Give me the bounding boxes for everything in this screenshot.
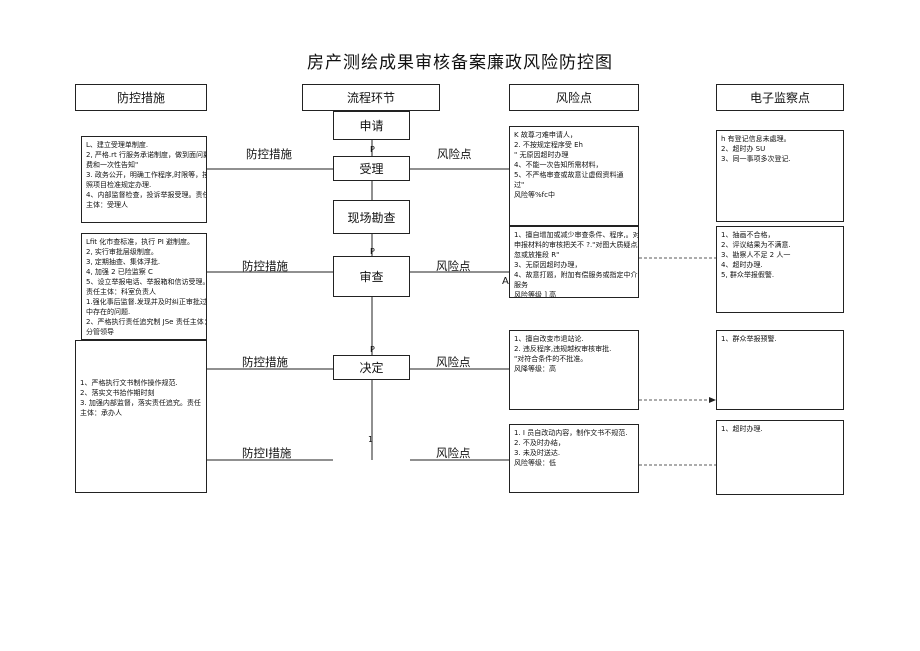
process-step-apply: 申请 — [333, 111, 410, 140]
measure-line: L、建立受理单制度. — [86, 141, 149, 149]
measure-line: 中存在的问题. — [86, 308, 131, 316]
supervision-box: h 有登记信息未處理。 2、超时办 SU 3、同一事项多次登记. — [716, 130, 844, 222]
supervision-line: 1、超时办理. — [721, 425, 763, 433]
flow-mark: P — [370, 247, 375, 256]
measures-box: Lfit 化市查标准，执行 PI 避制度。 2, 实行审批层级制度。 3, 定期… — [81, 233, 207, 340]
supervision-line: 5, 群众举报假警. — [721, 271, 775, 279]
risk-line: 1、擅自改变市退站论. — [514, 335, 584, 343]
risk-line: 1、擅自增加或减少审查条件、程序,。对 — [514, 231, 639, 239]
risk-line: 风险等级：低 — [514, 459, 556, 467]
supervision-box: 1、超时办理. — [716, 420, 844, 495]
risk-box: 1、擅自增加或减少审查条件、程序,。对 申报材料的审核把关不 ?."对图大质疑点… — [509, 226, 639, 298]
risk-line: 风降等级：高 — [514, 365, 556, 373]
edge-label-measure: 防控措施 — [242, 259, 288, 273]
measure-line: 主体：承办人 — [80, 409, 122, 417]
process-step-accept: 受理 — [333, 156, 410, 181]
header-measures: 防控措施 — [75, 84, 207, 111]
risk-box: 1、擅自改变市退站论. 2. 违反程序,违规越权审核审批. "对符合条件的不批准… — [509, 330, 639, 410]
risk-line: 3. 未及时送达. — [514, 449, 561, 457]
supervision-box: 1、群众举报预警. — [716, 330, 844, 410]
supervision-line: 2、评议结果为不满意. — [721, 241, 791, 249]
measure-line: 1.强化事后监督.发现并及时纠正审批过程 — [86, 298, 207, 306]
header-risk: 风险点 — [509, 84, 639, 111]
edge-label-measure: 防控措施 — [242, 355, 288, 369]
supervision-line: 3、勘察人不足 2 人一 — [721, 251, 791, 259]
measure-line: Lfit 化市查标准，执行 PI 避制度。 — [86, 238, 195, 246]
edge-label-risk: 风险点 — [436, 446, 471, 460]
measure-line: 4、内部监督检查，投诉举报受理。责任 — [86, 191, 207, 199]
measure-line: 1、严格执行文书制作操作规范. — [80, 379, 178, 387]
measure-line: 5、设立举报电话、举报箱和信访受理。 — [86, 278, 207, 286]
edge-label-risk: 风险点 — [436, 259, 471, 273]
process-step-decide: 决定 — [333, 355, 410, 380]
edge-label-measure: 防控措施 — [246, 147, 292, 161]
risk-line: 4、故意打题，附加有偿服务或指定中介 — [514, 271, 638, 279]
flow-mark: P — [370, 145, 375, 154]
process-step-review: 审查 — [333, 256, 410, 297]
risk-line: 风险等级 ] 高 — [514, 291, 557, 298]
supervision-box: 1、抽画不合格， 2、评议结果为不满意. 3、勘察人不足 2 人一 4、超时办理… — [716, 226, 844, 313]
measure-line: 2、落实文书拾作期时刻 — [80, 389, 155, 397]
risk-line: 2. 违反程序,违规越权审核审批. — [514, 345, 612, 353]
measures-box: L、建立受理单制度. 2, 严格.rt 行服务承诺制度，做到面问翼 费和一次性告… — [81, 136, 207, 223]
flow-mark: P — [370, 345, 375, 354]
header-process: 流程环节 — [302, 84, 440, 111]
edge-label-risk: 风险点 — [436, 355, 471, 369]
risk-line: " 无原因超时办理 — [514, 151, 569, 159]
risk-line: 1. I 员自改动内容，制作文书不规范. — [514, 429, 628, 437]
measure-line: 费和一次性告知" — [86, 161, 139, 169]
measures-box: 1、严格执行文书制作操作规范. 2、落实文书拾作期时刻 3. 加强内部监督，落实… — [75, 340, 207, 493]
risk-line: 4、不能一次告知所需材料， — [514, 161, 603, 169]
flow-mark: 1 — [368, 435, 374, 444]
measure-line: 3. 加强内部监督，落实责任追究。责任 — [80, 399, 201, 407]
edge-label-measure: 防控I措施 — [242, 446, 292, 460]
risk-box: K 故尊刁难申请人， 2. 不按规定程序受 Eh " 无原因超时办理 4、不能一… — [509, 126, 639, 226]
flow-mark: A — [502, 276, 509, 287]
supervision-line: 4、超时办理. — [721, 261, 763, 269]
risk-box: 1. I 员自改动内容，制作文书不规范. 2. 不及时办结， 3. 未及时送达.… — [509, 424, 639, 493]
measure-line: 2, 严格.rt 行服务承诺制度，做到面问翼 — [86, 151, 207, 159]
measure-line: 主体：受理人 — [86, 201, 128, 209]
risk-line: 3、无原因超时办理， — [514, 261, 582, 269]
risk-line: 2. 不按规定程序受 Eh — [514, 141, 583, 149]
risk-line: 忽或放推段 R" — [514, 251, 560, 259]
risk-line: 2. 不及时办结， — [514, 439, 565, 447]
supervision-line: 2、超时办 SU — [721, 145, 766, 153]
measure-line: 4, 加强 2 已险监察 C — [86, 268, 153, 276]
measure-line: 2, 实行审批层级制度。 — [86, 248, 158, 256]
risk-line: K 故尊刁难申请人， — [514, 131, 577, 139]
measure-line: 照项目检准规定办理. — [86, 181, 152, 189]
diagram-title: 房产测绘成果审核备案廉政风险防控图 — [307, 53, 613, 73]
measure-line: 2、严格执行责任追究制 JSe 责任主体： — [86, 318, 207, 326]
process-step-survey: 现场勘查 — [333, 200, 410, 234]
risk-line: 申报材料的审核把关不 ?."对图大质疑点疏 — [514, 241, 639, 249]
risk-line: 风险等%fc中 — [514, 191, 555, 199]
risk-line: "对符合条件的不批准。 — [514, 355, 588, 363]
header-supervision: 电子监察点 — [716, 84, 844, 111]
edge-label-risk: 风险点 — [437, 147, 472, 161]
measure-line: 责任主体：科室负责人 — [86, 288, 156, 296]
supervision-line: 1、群众举报预警. — [721, 335, 777, 343]
measure-line: 3. 政务公开，明确工作程序,时限等，按 — [86, 171, 207, 179]
risk-line: 5、不严格审查或故意让虚假资料通 — [514, 171, 624, 179]
supervision-line: 3、同一事项多次登记. — [721, 155, 791, 163]
risk-line: 服务 — [514, 281, 528, 289]
measure-line: 分管领导 — [86, 328, 114, 336]
supervision-line: h 有登记信息未處理。 — [721, 135, 791, 143]
risk-line: 过" — [514, 181, 525, 189]
supervision-line: 1、抽画不合格， — [721, 231, 775, 239]
measure-line: 3, 定期抽查、集体浮批. — [86, 258, 161, 266]
